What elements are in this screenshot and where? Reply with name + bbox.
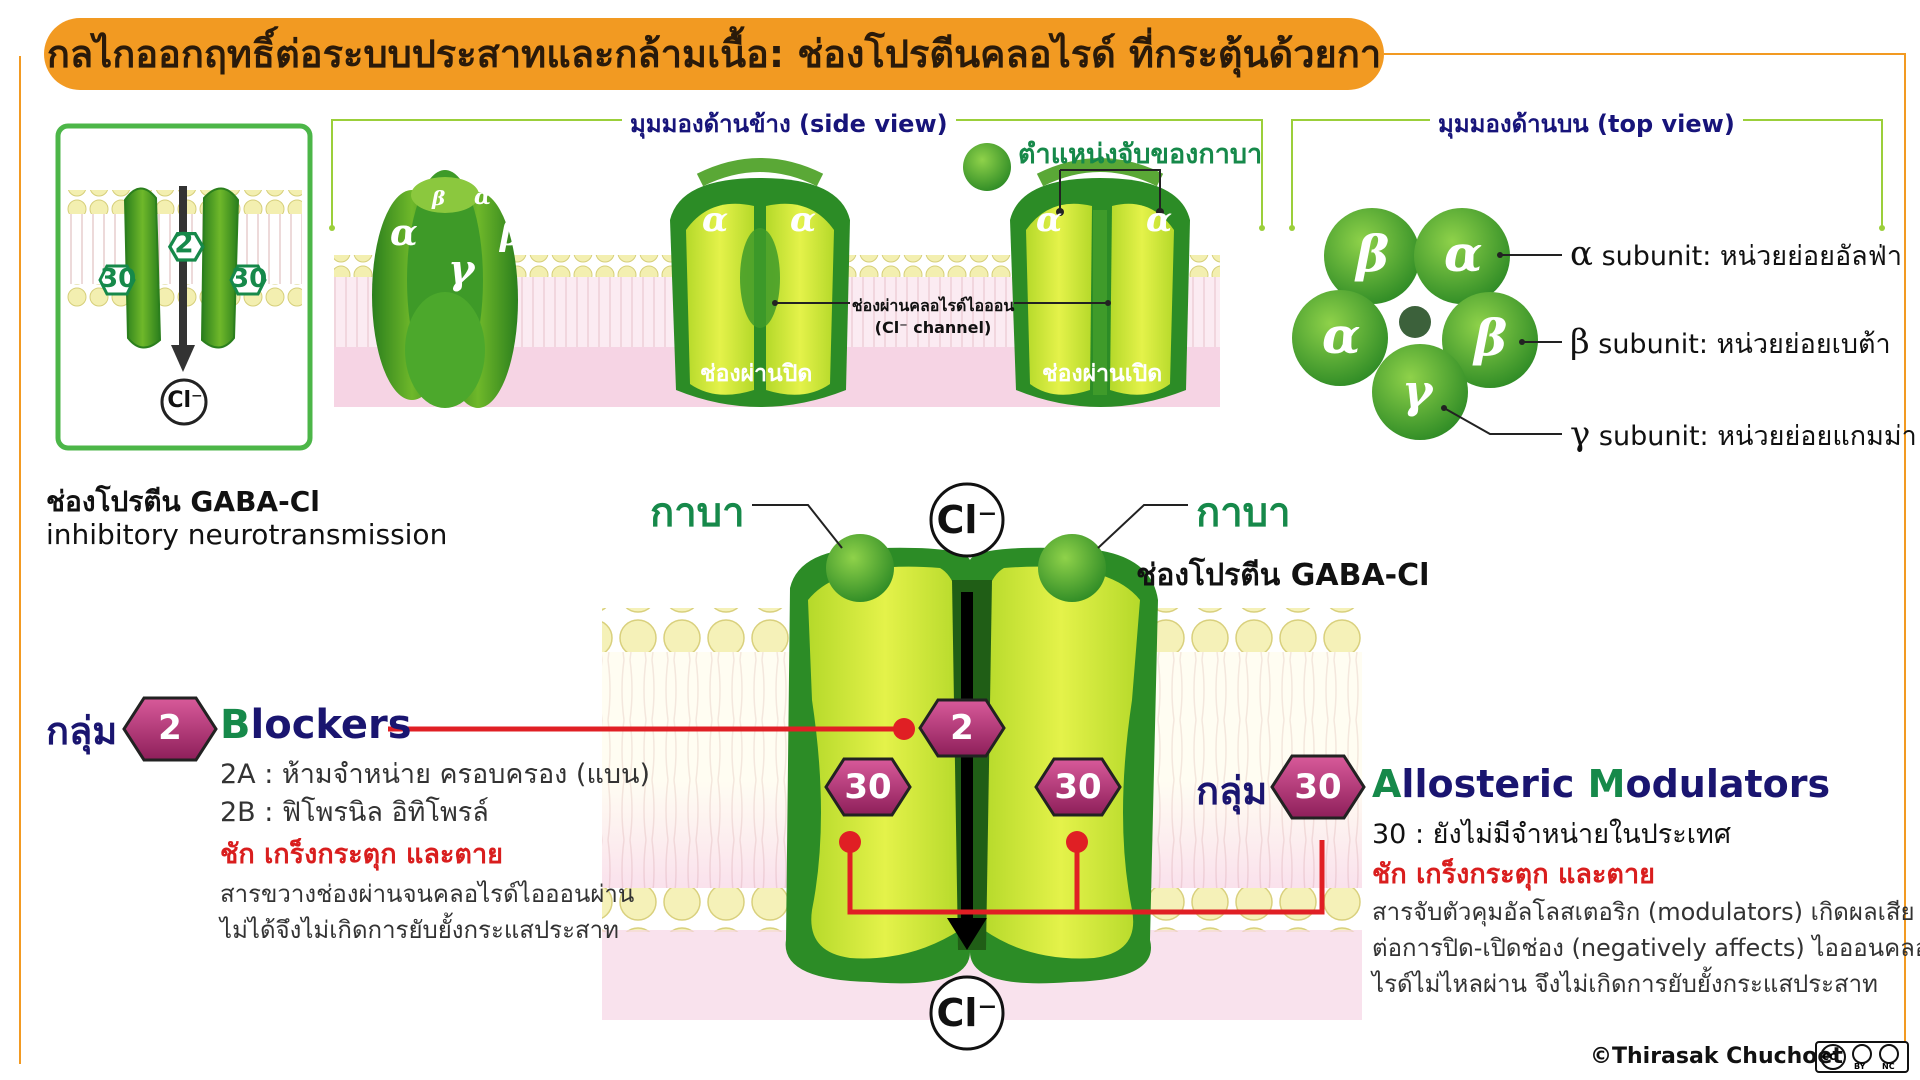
main-channel-name: ช่องโปรตีน GABA-Cl [1136,558,1430,593]
side-beta-small: β [432,186,446,210]
modulators-line-30: 30 : ยังไม่มีจำหน่ายในประเทศ [1372,819,1731,850]
side-alpha-3a: α [1036,200,1063,240]
inset-badge-30-left: 30 [100,264,137,294]
modulators-symptoms: ชัก เกร็งกระตุก และตาย [1372,859,1655,890]
cc-icon: cc [1822,1049,1837,1063]
gaba-label-left: กาบา [650,490,745,536]
inset-ion: Cl⁻ [167,388,203,413]
side-alpha-2b: α [790,200,817,240]
pore-label-open: ช่องผ่านเปิด [1042,361,1163,387]
modulators-desc-1: สารจับตัวคุมอัลโลสเตอริก (modulators) เก… [1372,898,1915,926]
side-channel-closed [670,158,850,407]
channel-label-line2: (Cl⁻ channel) [874,318,992,337]
top-view-pentamer [1292,208,1538,448]
modulators-desc-3: ไรด์ไม่ไหลผ่าน จึงไม่เกิดการยับยั้งกระแส… [1372,970,1878,998]
blockers-title-initial: B [220,702,251,748]
gaba-label-right: กาบา [1196,490,1291,536]
modulators-title-a: A [1372,762,1402,806]
blockers-title-rest: lockers [250,702,412,748]
blockers-desc-2: ไม่ได้จึงไม่เกิดการยับยั้งกระแสประสาท [220,916,619,944]
credit: ©Thirasak Chuchoet [1590,1044,1843,1069]
modulators-desc-2: ต่อการปิด-เปิดช่อง (negatively affects) … [1372,934,1920,962]
side-view-label: มุมมองด้านข้าง (side view) [622,104,956,143]
top-view-label: มุมมองด้านบน (top view) [1430,104,1743,143]
top-gamma: γ [1402,364,1433,418]
blockers-symptoms: ชัก เกร็งกระตุก และตาย [220,839,503,870]
blockers-title: Blockers [220,702,412,748]
legend-gamma-text: subunit: หน่วยย่อยแกมม่า [1598,421,1917,452]
modulators-title-m-rest: odulators [1625,762,1831,806]
main-badge-2: 2 [950,708,974,748]
blockers-group-word: กลุ่ม [46,709,118,753]
legend-gamma: γ subunit: หน่วยย่อยแกมม่า [1570,414,1917,457]
top-beta-2: β [1474,308,1508,367]
main-badge-30-left: 30 [844,767,892,807]
title-banner [44,18,1384,90]
modulators-title: Allosteric Modulators [1372,762,1830,806]
top-alpha-1: α [1444,224,1483,283]
modulators-group-number: 30 [1294,767,1342,807]
inset-badge-30-right: 30 [231,264,268,294]
inset-caption-subtitle: inhibitory neurotransmission [46,518,448,551]
legend-beta-text: subunit: หน่วยย่อยเบต้า [1598,329,1891,360]
nc-icon: NC [1882,1062,1895,1071]
side-alpha-small: α [474,184,491,210]
by-icon: BY [1854,1062,1866,1071]
legend-beta-symbol: β [1570,322,1590,362]
blockers-group-number: 2 [158,708,182,748]
ion-top: Cl⁻ [936,498,998,542]
side-beta-1: β [500,214,523,254]
main-badge-30-right: 30 [1054,767,1102,807]
modulators-group-word: กลุ่ม [1196,769,1268,813]
modulators-title-m: M [1587,762,1626,806]
legend-alpha: α subunit: หน่วยย่อยอัลฟ่า [1570,234,1902,277]
blockers-desc-1: สารขวางช่องผ่านจนคลอไรด์ไอออนผ่าน [220,880,635,908]
inset-badge-2: 2 [174,226,194,259]
side-alpha-2a: α [702,200,729,240]
pore-label-closed: ช่องผ่านปิด [700,361,813,387]
legend-alpha-symbol: α [1570,234,1593,274]
legend-alpha-text: subunit: หน่วยย่อยอัลฟ่า [1601,241,1903,272]
side-channel-open [1010,158,1190,407]
top-alpha-2: α [1322,306,1361,365]
side-channel-1 [372,170,518,408]
side-alpha-3b: α [1146,200,1173,240]
side-gamma-1: γ [448,246,475,293]
side-alpha-1: α [390,212,418,254]
channel-label-line1: ช่องผ่านคลอไรด์ไอออน [851,296,1015,315]
legend-beta: β subunit: หน่วยย่อยเบต้า [1570,322,1891,365]
modulators-title-a-rest: llosteric [1401,762,1588,806]
legend-gamma-symbol: γ [1570,414,1591,454]
blockers-line-2b: 2B : ฟิโพรนิล อิทิโพรล์ [220,797,489,828]
blockers-line-2a: 2A : ห้ามจำหน่าย ครอบครอง (แบน) [220,759,650,790]
gaba-binding-site-label: ตำแหน่งจับของกาบา [1018,139,1263,170]
page-title: กลไกออกฤทธิ์ต่อระบบประสาทและกล้ามเนื้อ: … [46,32,1382,148]
ion-bottom: Cl⁻ [936,991,998,1035]
top-beta-1: β [1356,224,1390,283]
inset-caption-title: ช่องโปรตีน GABA-Cl [46,485,320,518]
